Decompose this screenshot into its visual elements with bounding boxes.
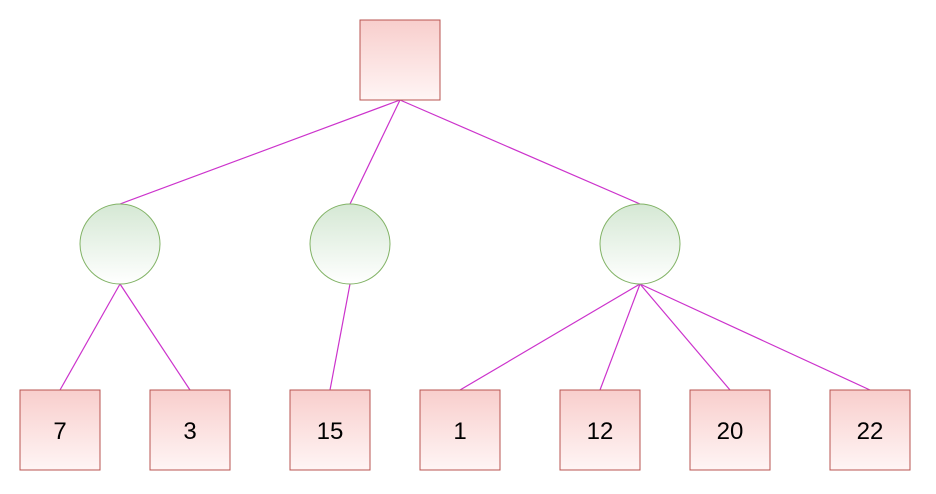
leaf-node: 3 — [149, 389, 231, 471]
leaf-label: 15 — [317, 418, 344, 445]
leaf-label: 1 — [453, 418, 466, 445]
edge-c3-l6 — [639, 283, 731, 391]
leaf-label: 22 — [857, 418, 884, 445]
leaf-node: 22 — [829, 389, 911, 471]
edge-root-c1 — [119, 99, 401, 205]
internal-node-1 — [79, 203, 161, 285]
edge-group — [59, 99, 871, 391]
leaf-node: 12 — [559, 389, 641, 471]
leaf-label: 20 — [717, 418, 744, 445]
edge-c3-l5 — [599, 283, 641, 391]
edge-c1-l1 — [59, 283, 121, 391]
leaf-label: 3 — [183, 418, 196, 445]
root-node — [359, 19, 441, 101]
leaf-label: 12 — [587, 418, 614, 445]
edge-c2-l3 — [329, 283, 351, 391]
edge-root-c2 — [349, 99, 401, 205]
edge-root-c3 — [399, 99, 641, 205]
leaf-node: 20 — [689, 389, 771, 471]
internal-node-3 — [599, 203, 681, 285]
edge-c1-l2 — [119, 283, 191, 391]
edge-c3-l7 — [639, 283, 871, 391]
internal-node-2 — [309, 203, 391, 285]
leaf-label: 7 — [53, 418, 66, 445]
edge-c3-l4 — [459, 283, 641, 391]
leaf-node: 15 — [289, 389, 371, 471]
leaf-node: 7 — [19, 389, 101, 471]
leaf-node: 1 — [419, 389, 501, 471]
